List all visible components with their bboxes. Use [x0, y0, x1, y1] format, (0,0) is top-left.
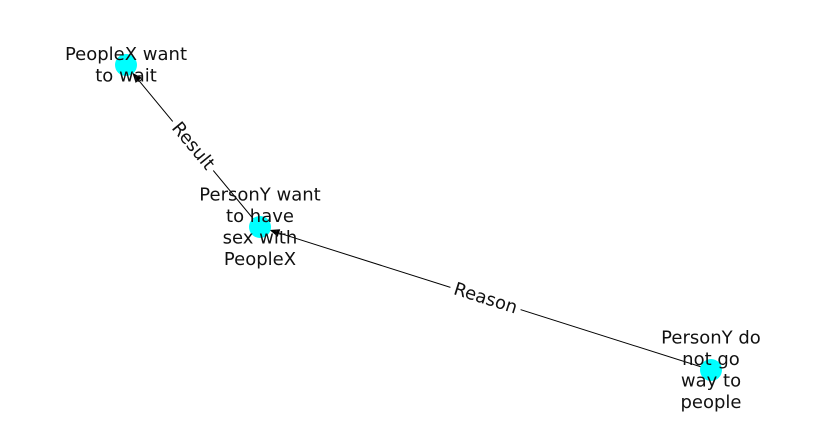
node-label-line: to have — [226, 206, 294, 227]
nodes-layer — [115, 54, 722, 381]
node-label-line: PersonY want — [199, 184, 320, 205]
edge-label-background — [163, 114, 223, 178]
node-label-line: sex with — [223, 227, 298, 248]
node-label-line: PersonY do — [661, 327, 761, 348]
node-label-line: not go — [682, 349, 740, 370]
graph-node — [115, 54, 137, 76]
edge-label: Result — [167, 118, 219, 174]
graph-node — [249, 216, 271, 238]
edge-label-background — [446, 276, 525, 321]
edge-label-group: Result — [163, 114, 223, 178]
edge-label: Reason — [451, 279, 520, 319]
node-label-line: PeopleX want — [65, 44, 187, 65]
node-label-line: PeopleX — [224, 249, 296, 270]
node-label-line: way to — [681, 370, 741, 391]
graph-node — [700, 359, 722, 381]
node-label-line: to wait — [95, 65, 157, 86]
node-label-line: people — [680, 392, 741, 413]
edge-label-group: Reason — [446, 276, 525, 321]
